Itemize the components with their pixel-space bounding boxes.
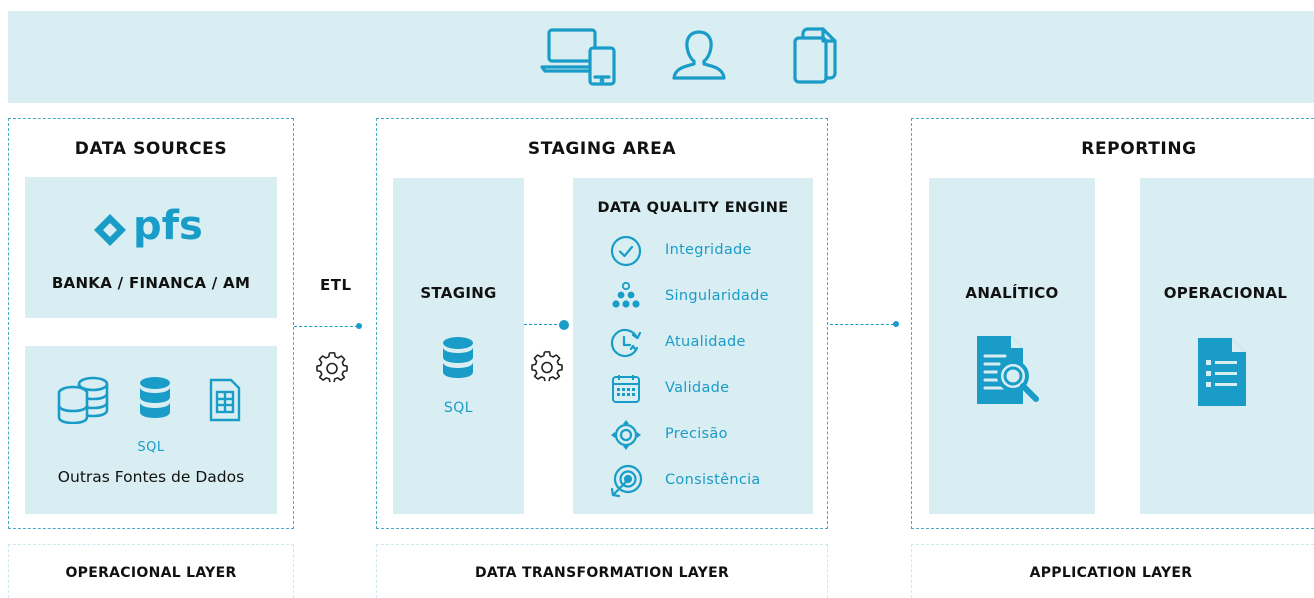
target-crosshair-icon — [611, 420, 641, 450]
etl-gear-icon — [316, 352, 348, 388]
dq-item-label: Consistência — [665, 472, 761, 488]
staging-panel: STAGING SQL — [393, 178, 524, 514]
sql-label: SQL — [137, 440, 165, 455]
etl-connector-dot — [356, 323, 362, 329]
staging-connector-line — [524, 324, 562, 325]
staging-connector-dot — [559, 320, 569, 330]
section-title: STAGING AREA — [527, 139, 677, 159]
calendar-icon — [612, 375, 640, 403]
staging-area-section: STAGING AREA STAGING SQL DATA QUALITY EN… — [376, 118, 828, 529]
report-search-icon — [977, 336, 1039, 404]
devices-icon — [540, 27, 622, 87]
reporting-connector-line — [830, 324, 894, 325]
spreadsheet-icon — [209, 378, 241, 422]
application-layer-box: APPLICATION LAYER — [911, 544, 1314, 598]
staging-sql-label: SQL — [443, 400, 474, 416]
user-icon — [670, 28, 728, 84]
operacional-layer-label: OPERACIONAL LAYER — [65, 565, 237, 581]
other-sources-label: Outras Fontes de Dados — [57, 468, 245, 486]
dq-item-label: Singularidade — [665, 288, 769, 304]
transformation-layer-box: DATA TRANSFORMATION LAYER — [376, 544, 828, 598]
operacional-label: OPERACIONAL — [1163, 284, 1288, 302]
section-title: DATA SOURCES — [74, 139, 228, 159]
sql-database-icon — [140, 377, 170, 418]
staging-database-icon — [443, 337, 473, 378]
report-list-icon — [1198, 338, 1246, 406]
operacional-panel: OPERACIONAL — [1140, 178, 1314, 514]
pfs-panel: pfs BANKA / FINANCA / AM — [25, 177, 277, 318]
check-circle-icon — [610, 235, 642, 267]
top-banner — [8, 11, 1314, 103]
analitico-panel: ANALÍTICO — [929, 178, 1095, 514]
data-quality-engine-panel: DATA QUALITY ENGINE Integridade Singular… — [573, 178, 813, 514]
other-sources-panel: SQL Outras Fontes de Dados — [25, 346, 277, 514]
dq-item-label: Atualidade — [665, 334, 746, 350]
operacional-layer-box: OPERACIONAL LAYER — [8, 544, 294, 598]
pfs-logo: pfs — [91, 203, 221, 249]
dq-engine-title: DATA QUALITY ENGINE — [597, 200, 789, 216]
reporting-connector-dot — [893, 321, 899, 327]
etl-connector-line — [294, 326, 358, 327]
clock-refresh-icon — [610, 328, 642, 358]
section-title: REPORTING — [1081, 139, 1197, 159]
etl-label: ETL — [320, 276, 352, 294]
dq-gear-icon — [531, 351, 563, 387]
application-layer-label: APPLICATION LAYER — [1029, 565, 1193, 581]
dq-item-label: Integridade — [665, 242, 752, 258]
data-sources-section: DATA SOURCES pfs BANKA / FINANCA / AM SQ… — [8, 118, 294, 529]
documents-icon — [790, 26, 840, 86]
staging-label: STAGING — [420, 284, 497, 302]
bullseye-arrow-icon — [610, 464, 643, 498]
reporting-section: REPORTING ANALÍTICO OPERACIONAL — [911, 118, 1314, 529]
pfs-logo-text: pfs — [133, 203, 203, 249]
pfs-logo-icon — [94, 214, 126, 246]
analitico-label: ANALÍTICO — [965, 284, 1059, 302]
transformation-layer-label: DATA TRANSFORMATION LAYER — [474, 565, 730, 581]
dots-pyramid-icon — [612, 281, 640, 308]
dq-item-label: Validade — [665, 380, 730, 396]
dq-item-label: Precisão — [665, 426, 728, 442]
multi-database-icon — [57, 376, 109, 424]
banka-financa-label: BANKA / FINANCA / AM — [51, 274, 251, 292]
